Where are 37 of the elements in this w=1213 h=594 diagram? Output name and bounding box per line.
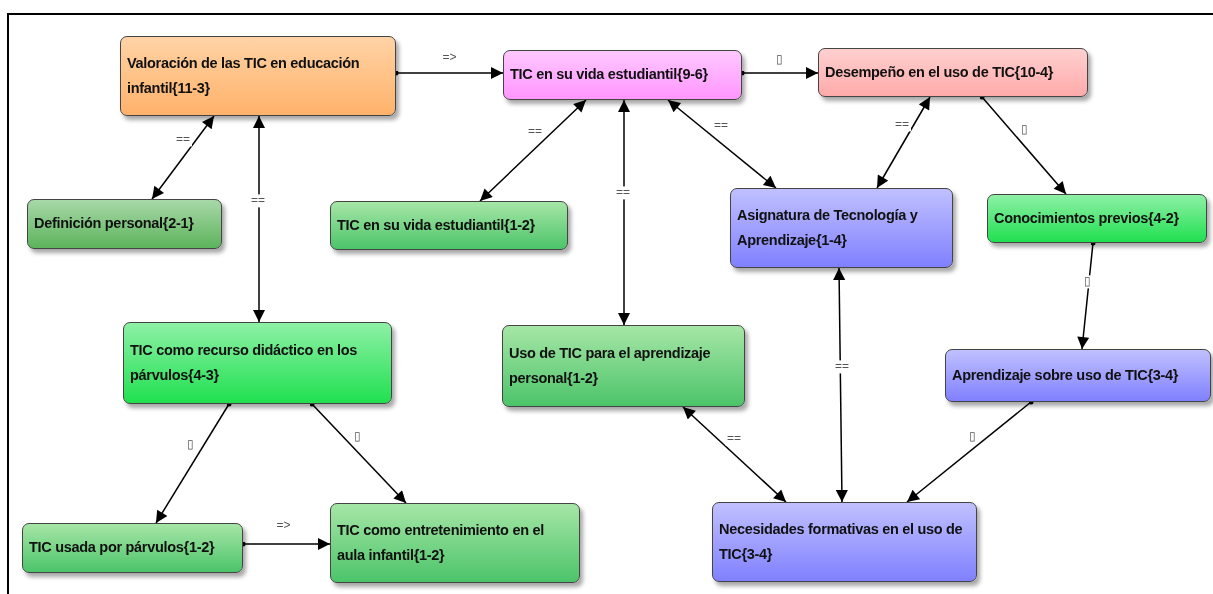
concept-label: TIC usada por párvulos{1-2} <box>29 538 215 558</box>
concept-box <box>987 194 1207 243</box>
concept-label: Desempeño en el uso de TIC{10-4} <box>825 62 1054 82</box>
concept-label: TIC en su vida estudiantil{1-2} <box>337 215 535 235</box>
concept-box <box>330 503 580 583</box>
concept-label: Necesidades formativas en el uso de TIC{3-4} <box>719 519 964 564</box>
edge-label: == <box>249 193 267 208</box>
concept-box <box>945 349 1211 402</box>
concept-box <box>330 201 568 250</box>
concept-box <box>120 36 396 116</box>
concept-label: Asignatura de Tecnología y Aprendizaje{1-4} <box>737 205 919 250</box>
concept-box <box>22 523 243 573</box>
arrow <box>151 115 215 200</box>
concept-label: TIC como recurso didáctico en los párvulos{4-3} <box>130 340 358 385</box>
arrow <box>667 99 777 189</box>
concept-label: Definición personal{2-1} <box>34 214 194 234</box>
edge-label: == <box>614 185 632 200</box>
edge-label: == <box>833 360 851 374</box>
arrow <box>682 406 787 503</box>
concept-box <box>502 325 745 407</box>
concept-label: Aprendizaje sobre uso de TIC{3-4} <box>952 365 1179 385</box>
concept-label: Valoración de las TIC en educación infantil{11-3} <box>127 53 361 98</box>
concept-box <box>712 502 977 582</box>
arrow <box>253 115 265 323</box>
concept-box <box>27 199 222 249</box>
concept-label: Uso de TIC para el aprendizaje personal{1-2} <box>509 343 712 388</box>
concept-box <box>818 48 1088 97</box>
concept-label: TIC en su vida estudiantil{9-6} <box>510 65 708 85</box>
concept-box <box>730 188 953 268</box>
arrow <box>479 99 587 202</box>
arrow <box>876 96 931 189</box>
arrow <box>618 99 630 326</box>
arrow <box>833 267 848 503</box>
concept-label: Conocimientos previos{4-2} <box>994 208 1179 228</box>
concept-box <box>123 322 392 404</box>
concept-label: TIC como entretenimiento en el aula infantil{1-2} <box>337 520 545 565</box>
concept-box <box>503 50 742 100</box>
